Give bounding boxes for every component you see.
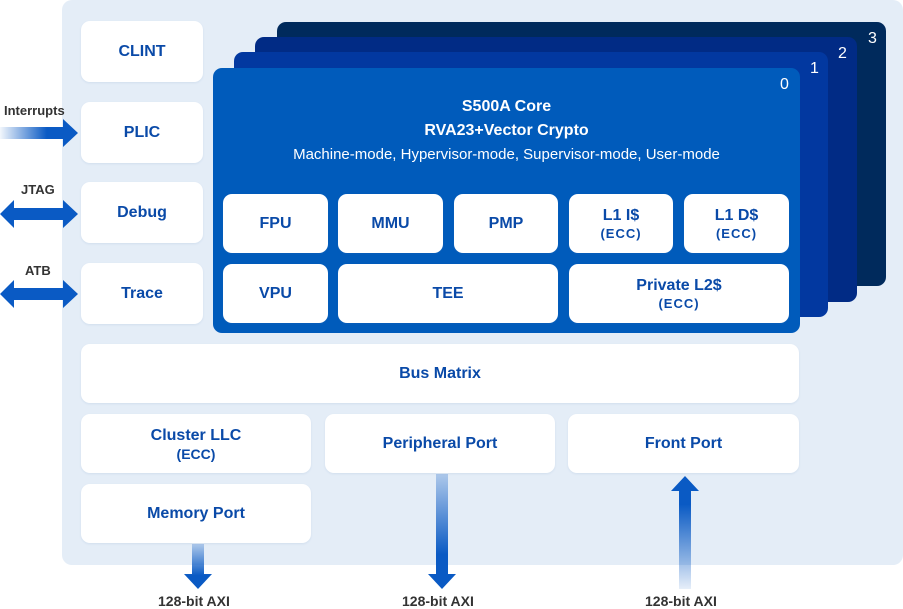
clint-block: CLINT bbox=[81, 21, 203, 82]
peripheral-port-block: Peripheral Port bbox=[325, 414, 555, 473]
bus-matrix-label: Bus Matrix bbox=[399, 364, 481, 382]
ecc-label: (ECC) bbox=[600, 225, 642, 241]
vpu-label: VPU bbox=[259, 284, 292, 302]
interrupts-arrow-icon bbox=[0, 119, 78, 147]
ecc-label: (ECC) bbox=[658, 295, 700, 311]
peripheral-axi-label: 128-bit AXI bbox=[402, 593, 474, 609]
l1-icache-block: L1 I$ (ECC) bbox=[569, 194, 673, 253]
front-axi-up-arrow-icon bbox=[671, 476, 699, 589]
cluster-llc-label: Cluster LLC bbox=[150, 426, 242, 444]
front-port-label: Front Port bbox=[644, 434, 723, 452]
memory-port-label: Memory Port bbox=[147, 504, 245, 522]
jtag-bidirectional-arrow-icon bbox=[0, 200, 78, 228]
core-number-1: 1 bbox=[810, 60, 819, 77]
debug-block: Debug bbox=[81, 182, 203, 243]
pmp-label: PMP bbox=[488, 214, 524, 232]
peripheral-port-label: Peripheral Port bbox=[382, 434, 498, 452]
plic-label: PLIC bbox=[123, 123, 161, 141]
core-number-3: 3 bbox=[868, 30, 877, 47]
tee-label: TEE bbox=[432, 284, 464, 302]
memory-axi-label: 128-bit AXI bbox=[158, 593, 230, 609]
mmu-label: MMU bbox=[371, 214, 410, 232]
ecc-label: (ECC) bbox=[715, 225, 758, 241]
clint-label: CLINT bbox=[118, 42, 166, 60]
l1-dcache-block: L1 D$ (ECC) bbox=[684, 194, 789, 253]
plic-block: PLIC bbox=[81, 102, 203, 163]
atb-label: ATB bbox=[25, 263, 51, 278]
core-isa: RVA23+Vector Crypto bbox=[424, 122, 589, 139]
core-number-0: 0 bbox=[780, 76, 789, 93]
fpu-block: FPU bbox=[223, 194, 328, 253]
trace-label: Trace bbox=[121, 284, 163, 302]
core-modes: Machine-mode, Hypervisor-mode, Superviso… bbox=[293, 146, 720, 163]
l1-icache-label: L1 I$ bbox=[602, 206, 640, 224]
memory-port-block: Memory Port bbox=[81, 484, 311, 543]
debug-label: Debug bbox=[117, 203, 167, 221]
front-port-block: Front Port bbox=[568, 414, 799, 473]
pmp-block: PMP bbox=[454, 194, 558, 253]
private-l2-label: Private L2$ bbox=[636, 276, 722, 294]
jtag-label: JTAG bbox=[21, 182, 55, 197]
vpu-block: VPU bbox=[223, 264, 328, 323]
peripheral-axi-down-arrow-icon bbox=[428, 474, 456, 589]
cluster-llc-block: Cluster LLC (ECC) bbox=[81, 414, 311, 473]
fpu-label: FPU bbox=[259, 214, 292, 232]
memory-axi-down-arrow-icon bbox=[184, 544, 212, 589]
private-l2-block: Private L2$ (ECC) bbox=[569, 264, 789, 323]
front-axi-label: 128-bit AXI bbox=[645, 593, 717, 609]
core-title: S500A Core bbox=[461, 98, 552, 115]
ecc-label: (ECC) bbox=[176, 445, 216, 462]
core-number-2: 2 bbox=[838, 45, 847, 62]
atb-bidirectional-arrow-icon bbox=[0, 280, 78, 308]
bus-matrix-block: Bus Matrix bbox=[81, 344, 799, 403]
trace-block: Trace bbox=[81, 263, 203, 324]
mmu-block: MMU bbox=[338, 194, 443, 253]
interrupts-label: Interrupts bbox=[4, 103, 65, 118]
l1-dcache-label: L1 D$ bbox=[714, 206, 759, 224]
tee-block: TEE bbox=[338, 264, 558, 323]
